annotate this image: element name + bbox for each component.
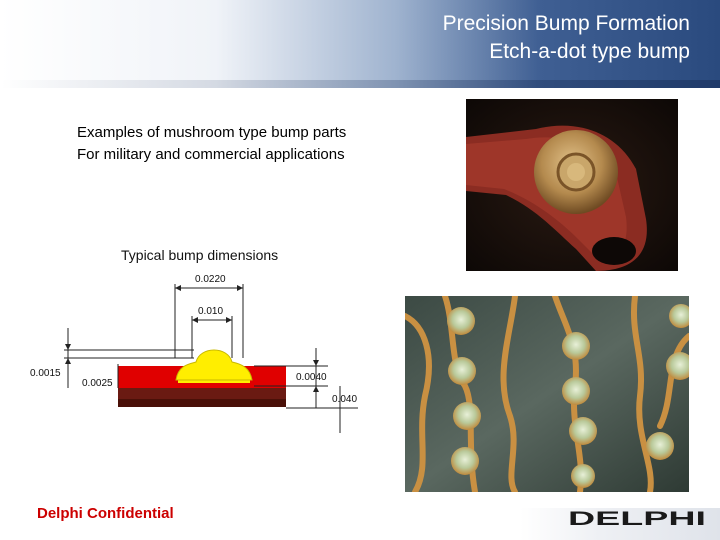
confidential-label: Delphi Confidential	[37, 505, 174, 522]
diagram-caption: Typical bump dimensions	[121, 247, 279, 263]
logo-background	[520, 508, 720, 540]
dim-bump-label: 0.010	[198, 306, 223, 317]
header-banner: Precision Bump Formation Etch-a-dot type…	[0, 0, 720, 88]
slide-title: Precision Bump Formation Etch-a-dot type…	[443, 10, 690, 66]
header-shade	[0, 80, 720, 88]
title-line-1: Precision Bump Formation	[442, 12, 690, 35]
delphi-logo-text: DELPHI	[568, 509, 706, 527]
bump-photo-closeup	[466, 99, 678, 271]
dim-left-inner-label: 0.0025	[82, 378, 113, 389]
body-text: Examples of mushroom type bump parts For…	[77, 122, 346, 166]
bump-dimension-diagram: 0.0220 0.010 0.0015 0.0025 0.0040 0.040	[28, 268, 385, 438]
dim-right-lower-label: 0.040	[332, 394, 357, 405]
bump-array-photo	[405, 296, 689, 492]
dim-left-outer-label: 0.0015	[30, 368, 61, 379]
body-line-2: For military and commercial applications	[77, 146, 345, 163]
title-line-2: Etch-a-dot type bump	[489, 40, 690, 63]
dim-right-upper-label: 0.0040	[296, 372, 327, 383]
body-line-1: Examples of mushroom type bump parts	[77, 124, 347, 141]
dim-top-label: 0.0220	[195, 274, 226, 285]
delphi-logo: DELPHI	[568, 509, 706, 527]
